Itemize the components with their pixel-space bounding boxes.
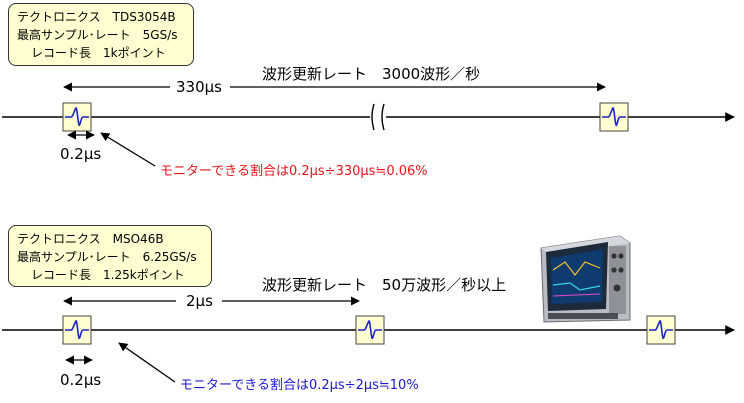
top-waveform-1 bbox=[62, 102, 92, 132]
top-waveform-2 bbox=[599, 102, 629, 132]
bottom-pointer-arrow bbox=[118, 342, 176, 383]
bottom-sample-rate: 最高サンプル･レート 6.25GS/s bbox=[17, 250, 197, 264]
bottom-width-label: 0.2μs bbox=[60, 371, 102, 389]
bottom-waveform-1 bbox=[62, 315, 92, 345]
top-width-label: 0.2μs bbox=[60, 145, 102, 163]
bottom-monitor-ratio-note: モニターできる割合は0.2μs÷2μs≒10% bbox=[180, 378, 419, 393]
top-sample-rate: 最高サンプル･レート 5GS/s bbox=[17, 28, 178, 42]
oscilloscope-image bbox=[540, 235, 631, 323]
top-interval-label: 330μs bbox=[176, 78, 222, 96]
top-break-mark bbox=[370, 103, 386, 131]
top-record-length: レコード長 1kポイント bbox=[31, 46, 166, 60]
top-scope-info-box: テクトロニクス TDS3054B 最高サンプル･レート 5GS/s レコード長 … bbox=[8, 3, 194, 66]
bottom-interval-label: 2μs bbox=[186, 292, 213, 310]
bottom-record-length: レコード長 1.25kポイント bbox=[31, 268, 185, 282]
bottom-waveform-3 bbox=[646, 315, 676, 345]
top-monitor-ratio-note: モニターできる割合は0.2μs÷330μs≒0.06% bbox=[160, 164, 428, 179]
bottom-update-rate-label: 波形更新レート 50万波形／秒以上 bbox=[262, 276, 507, 294]
top-model: テクトロニクス TDS3054B bbox=[17, 10, 176, 24]
bottom-model: テクトロニクス MSO46B bbox=[17, 232, 164, 246]
bottom-scope-info-box: テクトロニクス MSO46B 最高サンプル･レート 6.25GS/s レコード長… bbox=[8, 225, 212, 287]
bottom-waveform-2 bbox=[355, 315, 385, 345]
top-update-rate-label: 波形更新レート 3000波形／秒 bbox=[262, 65, 481, 83]
top-pointer-arrow bbox=[100, 132, 156, 167]
